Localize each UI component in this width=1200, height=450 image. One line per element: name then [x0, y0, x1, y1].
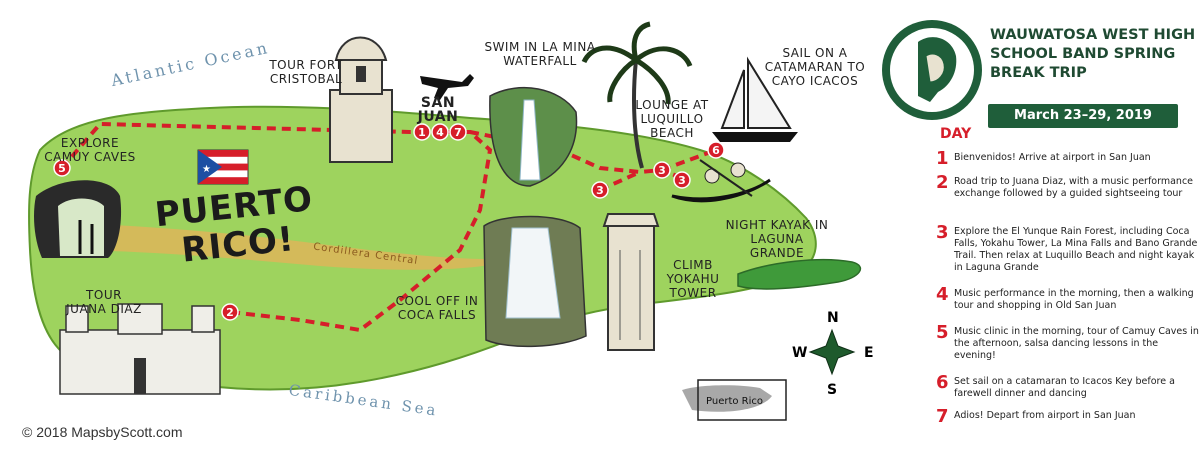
marker-day-6[interactable]: 6: [707, 141, 725, 159]
marker-day-3-west[interactable]: 3: [591, 181, 609, 199]
marker-day-2[interactable]: 2: [221, 303, 239, 321]
day-text: Music clinic in the morning, tour of Cam…: [954, 326, 1199, 361]
day-text: Explore the El Yunque Rain Forest, inclu…: [954, 226, 1198, 273]
label-catamaran: Sail on a Catamaran to Cayo Icacos: [764, 46, 866, 88]
itinerary-panel: Wauwatosa West High School Band Spring B…: [882, 0, 1200, 450]
label-luquillo: Lounge at Luquillo Beach: [635, 98, 709, 140]
compass-s: S: [827, 382, 837, 398]
label-camuy: Explore Camuy Caves: [44, 136, 136, 164]
svg-text:6: 6: [712, 144, 720, 157]
day-number: 7: [936, 406, 949, 427]
label-san-juan: San Juan: [417, 95, 459, 125]
juana-diaz-church-illustration: [59, 303, 221, 395]
day-number: 4: [936, 284, 949, 305]
camuy-cave-illustration: [34, 180, 122, 258]
day-column-heading: DAY: [940, 126, 972, 142]
island-title: PUERTO RICO!: [153, 178, 315, 271]
svg-text:3: 3: [658, 164, 666, 177]
trip-dates-banner: March 23–29, 2019: [988, 104, 1178, 128]
trip-route-west: [60, 121, 493, 333]
compass-rose: N S E W: [792, 310, 874, 398]
palm-tree-illustration: [581, 21, 693, 169]
trip-title: Wauwatosa West High School Band Spring B…: [990, 27, 1196, 81]
day-number: 3: [936, 222, 949, 243]
compass-w: W: [792, 345, 807, 361]
marker-day-4[interactable]: 4: [431, 123, 449, 141]
svg-text:4: 4: [436, 126, 444, 139]
copyright-credit: © 2018 MapsbyScott.com: [22, 424, 183, 440]
day-text: Adios! Depart from airport in San Juan: [954, 410, 1136, 421]
label-la-mina: Swim in La Mina Waterfall: [484, 40, 596, 68]
day-number: 2: [936, 172, 949, 193]
svg-text:1: 1: [418, 126, 426, 139]
label-fort-cristobal: Tour Fort Cristobal: [269, 58, 343, 86]
svg-text:3: 3: [678, 174, 686, 187]
inset-locator-map: Puerto Rico: [682, 379, 787, 421]
day-number: 6: [936, 372, 949, 393]
svg-text:7: 7: [454, 126, 462, 139]
label-juana-diaz: Tour Juana Diaz: [66, 288, 142, 316]
airplane-icon: [420, 74, 474, 100]
puerto-rico-flag-icon: ★: [197, 149, 249, 185]
label-night-kayak: Night Kayak in Laguna Grande: [725, 218, 829, 260]
inset-label: Puerto Rico: [706, 396, 763, 407]
vieques-island: [737, 258, 862, 290]
svg-text:2: 2: [226, 306, 234, 319]
compass-n: N: [827, 310, 839, 326]
fort-cristobal-illustration: [329, 36, 393, 163]
marker-day-5[interactable]: 5: [53, 159, 71, 177]
svg-text:3: 3: [596, 184, 604, 197]
marker-day-3-kayak[interactable]: 3: [673, 171, 691, 189]
day-number: 1: [936, 148, 949, 169]
svg-text:5: 5: [58, 162, 66, 175]
label-yokahu: Climb Yokahu Tower: [666, 258, 720, 300]
marker-day-3-beach[interactable]: 3: [653, 161, 671, 179]
caribbean-sea-label: Caribbean Sea: [288, 381, 440, 420]
trip-map: Atlantic Ocean Caribbean Sea Cordillera …: [28, 21, 874, 421]
compass-e: E: [864, 345, 874, 361]
yokahu-tower-illustration: [602, 213, 660, 351]
day-number: 5: [936, 322, 949, 343]
cordillera-band: [60, 222, 520, 270]
atlantic-ocean-label: Atlantic Ocean: [108, 38, 271, 90]
marker-day-7[interactable]: 7: [449, 123, 467, 141]
catamaran-illustration: [712, 56, 798, 142]
svg-text:★: ★: [202, 164, 211, 175]
label-coca-falls: Cool off in Coca Falls: [395, 294, 479, 322]
coca-falls-illustration: [483, 215, 587, 348]
band-drum-logo: [882, 20, 982, 120]
marker-day-1[interactable]: 1: [413, 123, 431, 141]
day-text: Road trip to Juana Diaz, with a music pe…: [954, 176, 1194, 199]
day-text: Set sail on a catamaran to Icacos Key be…: [954, 376, 1175, 399]
day-text: Bienvenidos! Arrive at airport in San Ju…: [954, 152, 1151, 163]
day-text: Music performance in the morning, then a…: [954, 288, 1194, 311]
kayak-illustration: [671, 159, 771, 203]
la-mina-waterfall-illustration: [489, 86, 578, 187]
